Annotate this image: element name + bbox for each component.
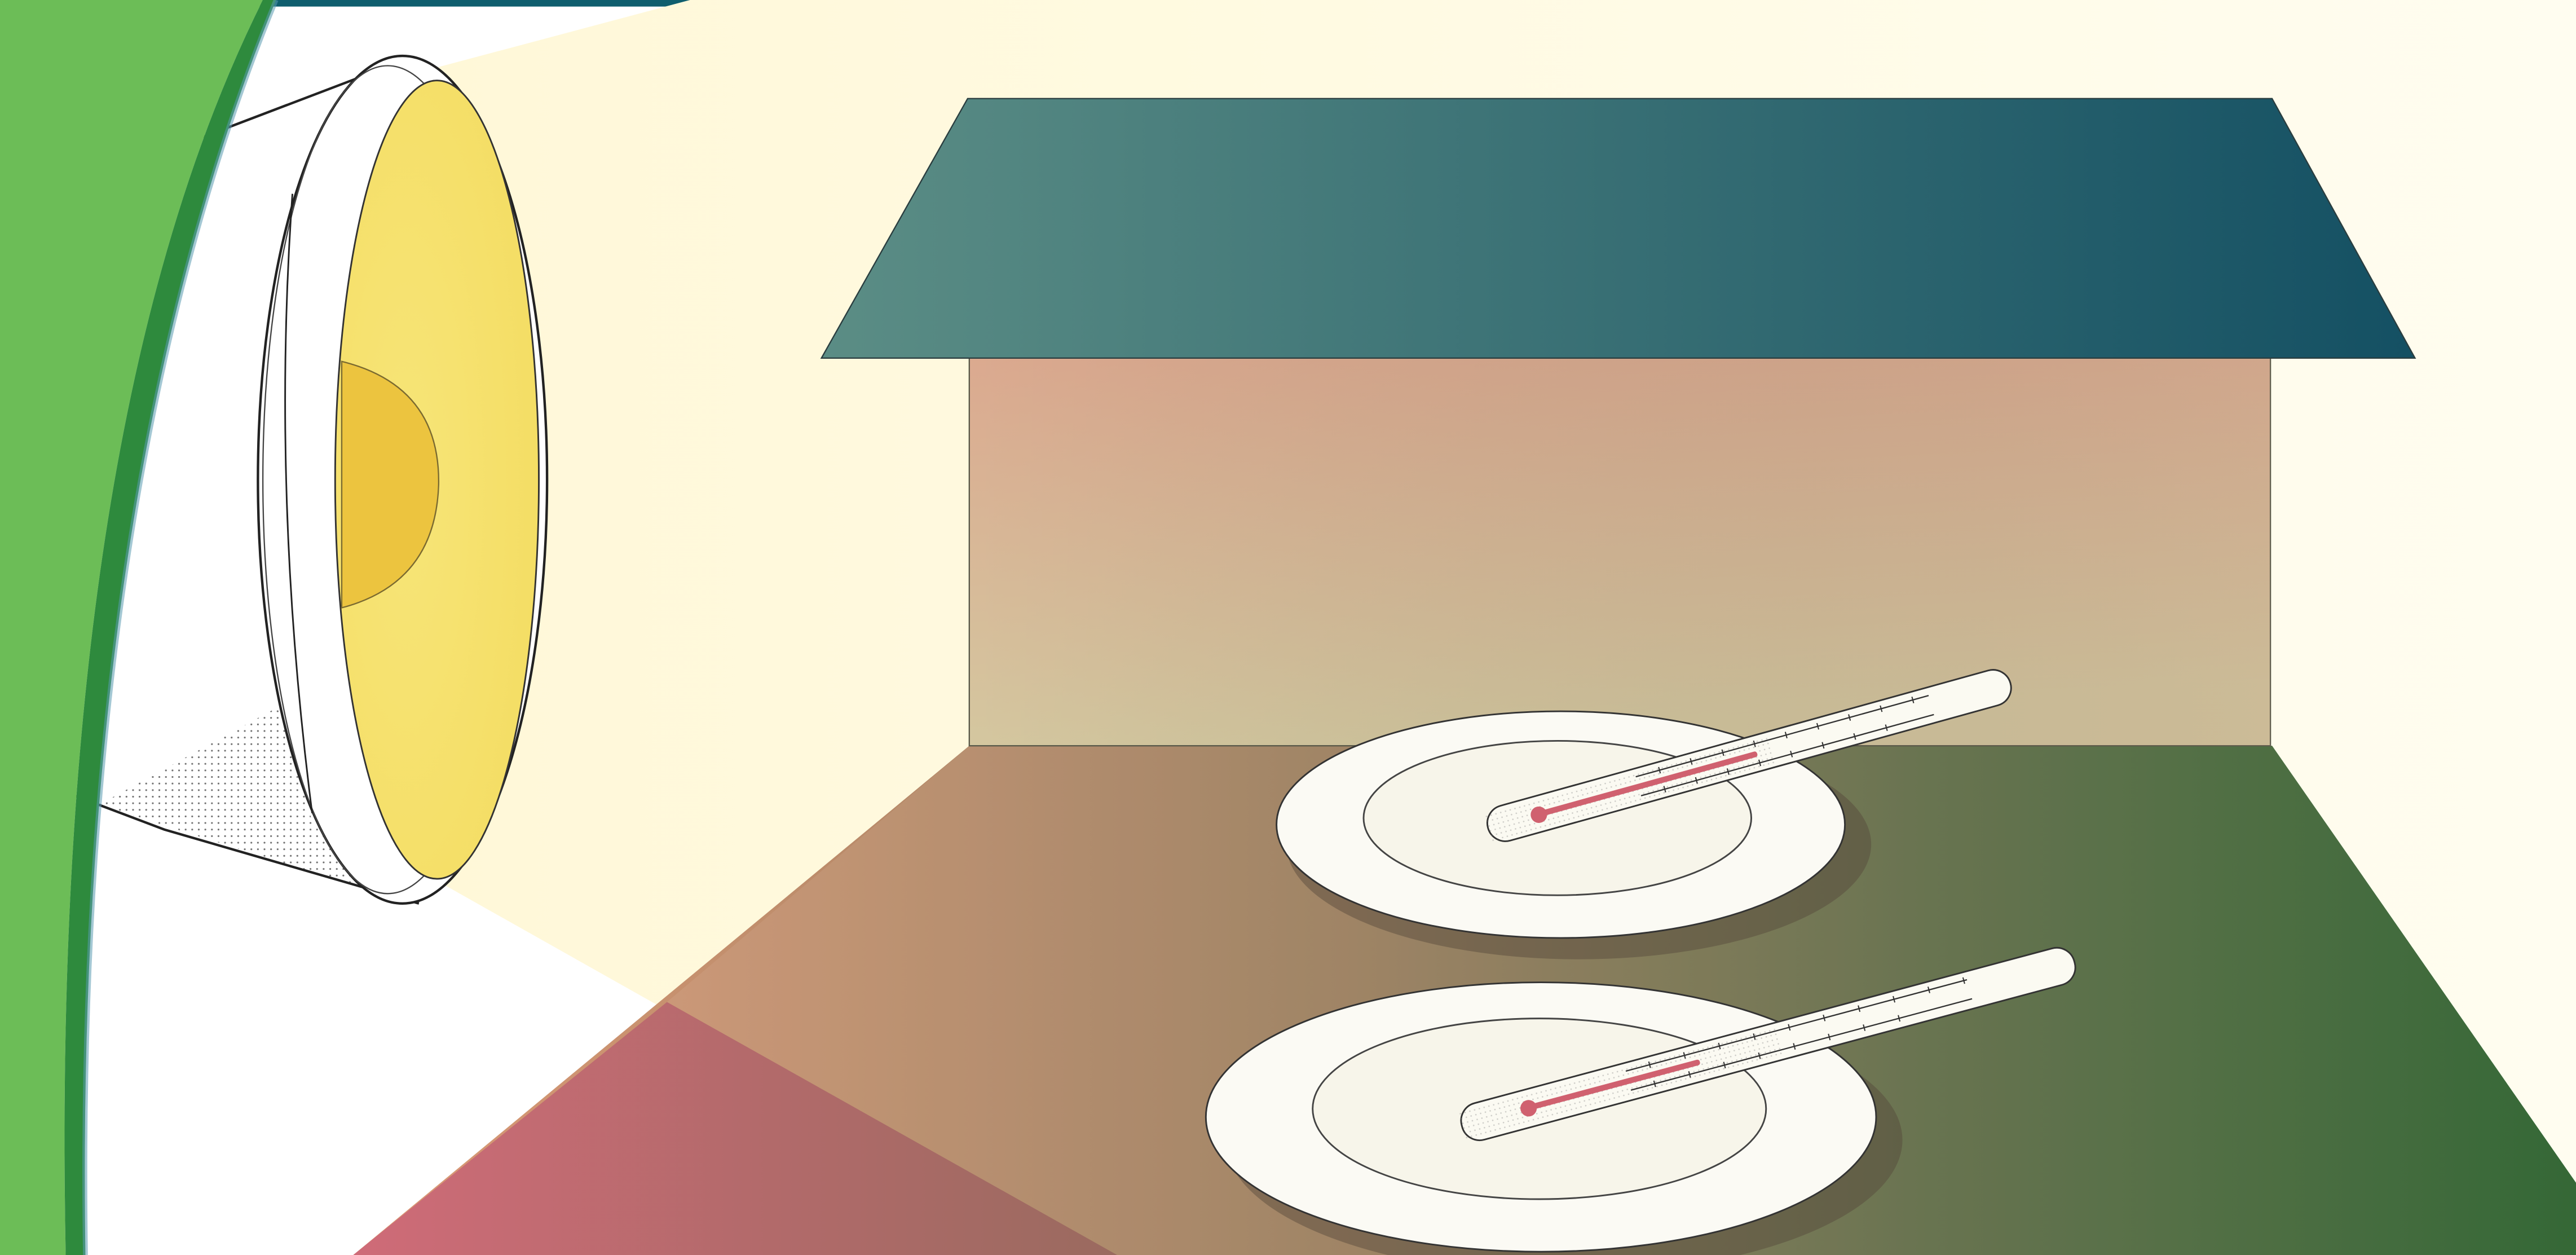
house-wall-shade <box>969 356 2270 746</box>
house-roof <box>822 99 2415 358</box>
